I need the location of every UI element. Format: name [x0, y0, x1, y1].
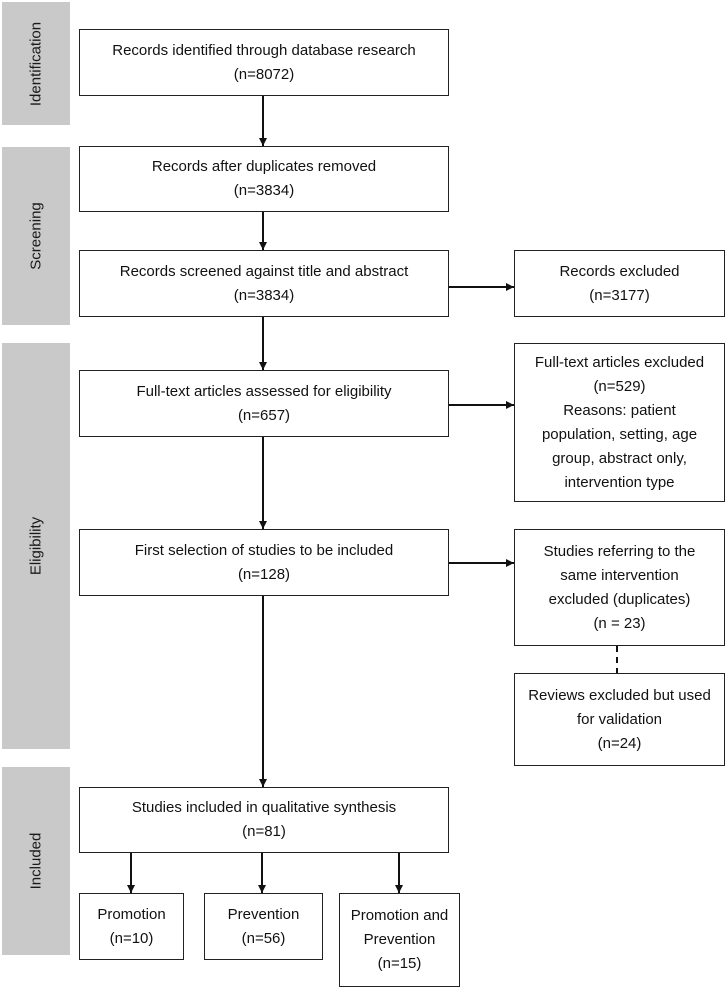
box-promotion-title: Promotion [97, 905, 166, 923]
box-same-intervention-line-3: excluded (duplicates) [548, 590, 691, 608]
box-promotion-and-prevention-line-2: Prevention [363, 931, 436, 948]
box-fulltext-excluded: Full-text articles excluded (n=529) Reas… [514, 343, 725, 502]
box-fulltext-assessed-count: (n=657) [237, 406, 291, 424]
box-reviews-excluded-line-2: for validation [576, 710, 663, 728]
box-promotion-and-prevention-line-1: Promotion and [350, 907, 449, 924]
box-fulltext-assessed: Full-text articles assessed for eligibil… [79, 370, 449, 437]
box-records-screened-count: (n=3834) [233, 286, 295, 304]
box-records-screened: Records screened against title and abstr… [79, 250, 449, 317]
box-fulltext-excluded-reasons-1: Reasons: patient [563, 401, 676, 419]
box-fulltext-excluded-reasons-2: population, setting, age [541, 425, 698, 443]
box-fulltext-excluded-reasons-4: intervention type [564, 473, 675, 491]
box-reviews-excluded: Reviews excluded but used for validation… [514, 673, 725, 766]
box-first-selection: First selection of studies to be include… [79, 529, 449, 596]
box-fulltext-excluded-title: Full-text articles excluded [534, 353, 705, 371]
box-records-identified: Records identified through database rese… [79, 29, 449, 96]
box-same-intervention-line-2: same intervention [560, 566, 679, 584]
box-reviews-excluded-line-1: Reviews excluded but used [528, 686, 711, 704]
phase-eligibility: Eligibility [2, 343, 70, 749]
box-records-screened-title: Records screened against title and abstr… [119, 262, 409, 280]
box-prevention-title: Prevention [227, 905, 300, 923]
box-promotion-and-prevention: Promotion and Prevention (n=15) [339, 893, 460, 987]
box-qualitative-synthesis-count: (n=81) [242, 823, 286, 840]
box-fulltext-assessed-title: Full-text articles assessed for eligibil… [136, 382, 392, 400]
box-records-excluded: Records excluded (n=3177) [514, 250, 725, 317]
box-promotion-and-prevention-count: (n=15) [377, 955, 422, 972]
phase-screening: Screening [2, 147, 70, 325]
box-after-duplicates-title: Records after duplicates removed [151, 158, 377, 175]
box-qualitative-synthesis: Studies included in qualitative synthesi… [79, 787, 449, 853]
box-reviews-excluded-count: (n=24) [597, 734, 642, 752]
box-records-excluded-count: (n=3177) [589, 286, 650, 304]
box-fulltext-excluded-reasons-3: group, abstract only, [552, 449, 687, 467]
box-qualitative-synthesis-title: Studies included in qualitative synthesi… [131, 799, 397, 816]
phase-identification: Identification [2, 2, 70, 125]
box-records-identified-title: Records identified through database rese… [112, 41, 416, 59]
box-promotion: Promotion (n=10) [79, 893, 184, 960]
box-first-selection-count: (n=128) [237, 565, 291, 583]
box-prevention: Prevention (n=56) [204, 893, 323, 960]
box-records-identified-count: (n=8072) [233, 65, 295, 83]
box-promotion-count: (n=10) [109, 929, 154, 947]
phase-included: Included [2, 767, 70, 955]
box-first-selection-title: First selection of studies to be include… [134, 541, 394, 559]
box-same-intervention-count: (n = 23) [593, 614, 646, 632]
box-same-intervention-excluded: Studies referring to the same interventi… [514, 529, 725, 646]
box-fulltext-excluded-count: (n=529) [593, 377, 646, 395]
box-after-duplicates: Records after duplicates removed (n=3834… [79, 146, 449, 212]
box-after-duplicates-count: (n=3834) [233, 182, 295, 199]
box-records-excluded-title: Records excluded [559, 262, 680, 280]
box-same-intervention-line-1: Studies referring to the [543, 542, 696, 560]
box-prevention-count: (n=56) [241, 929, 286, 947]
